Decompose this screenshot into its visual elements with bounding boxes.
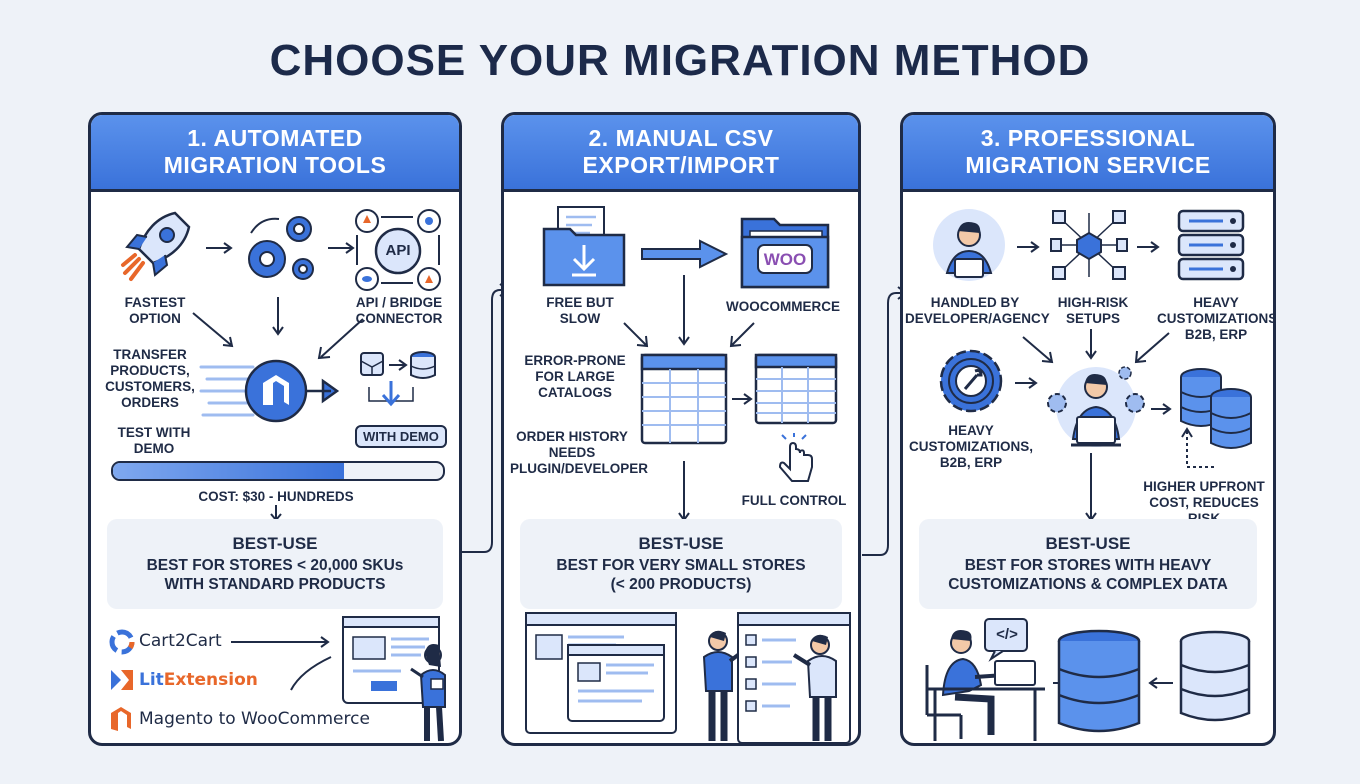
card-title-line1: 3. PROFESSIONAL <box>980 125 1196 151</box>
label-transfer: TRANSFER PRODUCTS, CUSTOMERS, ORDERS <box>105 347 195 410</box>
best-use-line: BEST FOR STORES WITH HEAVY <box>964 557 1212 574</box>
developer-at-laptop-icon <box>1047 366 1145 447</box>
best-use-line: CUSTOMIZATIONS & COMPLEX DATA <box>948 576 1228 593</box>
arrow-diagonal-icon <box>623 322 649 348</box>
arrow-down-icon <box>1085 329 1097 360</box>
magento-small-logo-icon <box>111 707 131 731</box>
label-free-slow: FREE BUT SLOW <box>546 295 614 326</box>
best-use-line: BEST FOR VERY SMALL STORES <box>556 557 806 574</box>
gears-icon <box>248 216 314 280</box>
arrow-right-icon <box>1017 241 1040 253</box>
spreadsheet-icon <box>640 353 728 445</box>
windows-people-illustration <box>525 612 851 743</box>
best-use-line: (< 200 PRODUCTS) <box>610 576 752 593</box>
brand-litextension: LitExtension <box>139 670 258 690</box>
arrow-down-icon <box>272 297 284 336</box>
spreadsheet-icon <box>754 353 838 425</box>
api-connector-icon <box>355 209 441 291</box>
woo-badge-label: WOO <box>763 250 807 269</box>
card-title-line1: 2. MANUAL CSV <box>588 125 774 151</box>
arrow-diagonal-icon <box>317 318 364 360</box>
card-manual-csv: 2. MANUAL CSV EXPORT/IMPORT WOO FREE BUT… <box>501 112 861 746</box>
page-title: CHOOSE YOUR MIGRATION METHOD <box>269 36 1091 85</box>
arrow-right-icon <box>1137 241 1160 253</box>
brand-magento-woo: Magento to WooCommerce <box>139 709 370 729</box>
server-stack-icon <box>1177 209 1245 281</box>
cost-progress-bar <box>111 461 445 481</box>
label-woocommerce: WOOCOMMERCE <box>726 299 840 314</box>
card-title-line2: EXPORT/IMPORT <box>582 152 780 178</box>
rocket-icon <box>121 211 191 281</box>
wrench-gear-icon <box>939 349 1003 413</box>
arrow-right-icon <box>1151 403 1172 415</box>
network-node-icon <box>1050 210 1128 280</box>
export-folder-icon <box>542 206 626 287</box>
card-professional-service: 3. PROFESSIONAL MIGRATION SERVICE HANDLE… <box>900 112 1276 746</box>
arrow-diagonal-icon <box>729 322 755 348</box>
arrow-diagonal-icon <box>1134 332 1170 364</box>
label-heavy-top: HEAVY CUSTOMIZATIONS, B2B, ERP <box>1157 295 1276 342</box>
pointer-hand-icon <box>778 433 813 482</box>
label-order-history: ORDER HISTORY NEEDS PLUGIN/DEVELOPER <box>510 429 649 476</box>
label-full-control: FULL CONTROL <box>741 493 847 508</box>
arrow-loop-icon <box>1181 427 1217 468</box>
card-automated-tools: 1. AUTOMATED MIGRATION TOOLS API FASTEST… <box>88 112 462 746</box>
label-handled-by: HANDLED BY DEVELOPER/AGENCY <box>905 295 1050 326</box>
label-api-connector: API / BRIDGE CONNECTOR <box>355 295 443 326</box>
best-use-title: BEST-USE <box>1045 534 1131 553</box>
progress-fill <box>113 463 344 479</box>
arrow-down-icon <box>678 461 690 522</box>
brand-lit: Lit <box>139 670 164 690</box>
card-title-line1: 1. AUTOMATED <box>187 125 363 151</box>
label-fastest: FASTEST OPTION <box>124 295 186 326</box>
arrow-down-icon <box>678 275 690 346</box>
label-error-prone: ERROR-PRONE FOR LARGE CATALOGS <box>524 353 626 400</box>
arrow-left-icon <box>1148 677 1173 689</box>
arrow-right-icon <box>206 242 233 254</box>
code-badge-label: </> <box>996 626 1018 643</box>
database-large-icon <box>1057 629 1141 733</box>
label-cost: COST: $30 - HUNDREDS <box>198 489 354 504</box>
arrow-right-icon <box>231 636 332 691</box>
arrow-right-icon <box>732 393 753 405</box>
arrow-diagonal-icon <box>192 312 234 348</box>
arrow-down-icon <box>1085 453 1097 522</box>
presentation-screen-illustration <box>342 616 446 742</box>
arrow-right-icon <box>1015 377 1038 389</box>
best-use-box: BEST-USE BEST FOR STORES WITH HEAVY CUST… <box>919 519 1257 609</box>
with-demo-badge: WITH DEMO <box>355 425 447 448</box>
database-light-icon <box>1179 630 1251 722</box>
label-high-risk: HIGH-RISK SETUPS <box>1057 295 1129 326</box>
arrow-diagonal-icon <box>1022 336 1054 364</box>
best-use-line: BEST FOR STORES < 20,000 SKUs <box>146 557 404 574</box>
best-use-box: BEST-USE BEST FOR STORES < 20,000 SKUs W… <box>107 519 443 609</box>
best-use-box: BEST-USE BEST FOR VERY SMALL STORES (< 2… <box>520 519 842 609</box>
card-title-line2: MIGRATION SERVICE <box>965 152 1211 178</box>
best-use-title: BEST-USE <box>232 534 318 553</box>
developer-avatar-icon <box>933 209 1005 281</box>
best-use-title: BEST-USE <box>638 534 724 553</box>
card-title-line2: MIGRATION TOOLS <box>163 152 387 178</box>
arrow-right-big-icon <box>641 239 729 269</box>
brand-cart2cart: Cart2Cart <box>139 631 222 651</box>
label-heavy-left: HEAVY CUSTOMIZATIONS, B2B, ERP <box>909 423 1033 470</box>
cart2cart-logo-icon <box>109 629 135 655</box>
card-header: 1. AUTOMATED MIGRATION TOOLS <box>91 115 459 192</box>
card-header: 2. MANUAL CSV EXPORT/IMPORT <box>504 115 858 192</box>
woocommerce-folder-icon <box>740 217 830 289</box>
magento-logo-icon <box>199 359 340 423</box>
brand-extension: Extension <box>163 670 258 690</box>
developer-desk-illustration <box>925 618 1045 741</box>
box-to-database-icon <box>360 351 436 407</box>
card-header: 3. PROFESSIONAL MIGRATION SERVICE <box>903 115 1273 192</box>
api-badge-label: API <box>385 242 411 259</box>
best-use-line: WITH STANDARD PRODUCTS <box>164 576 386 593</box>
database-pair-icon <box>1180 368 1252 449</box>
litextension-logo-icon <box>111 670 133 690</box>
label-test-demo: TEST WITH DEMO <box>117 425 191 456</box>
arrow-right-icon <box>328 242 355 254</box>
